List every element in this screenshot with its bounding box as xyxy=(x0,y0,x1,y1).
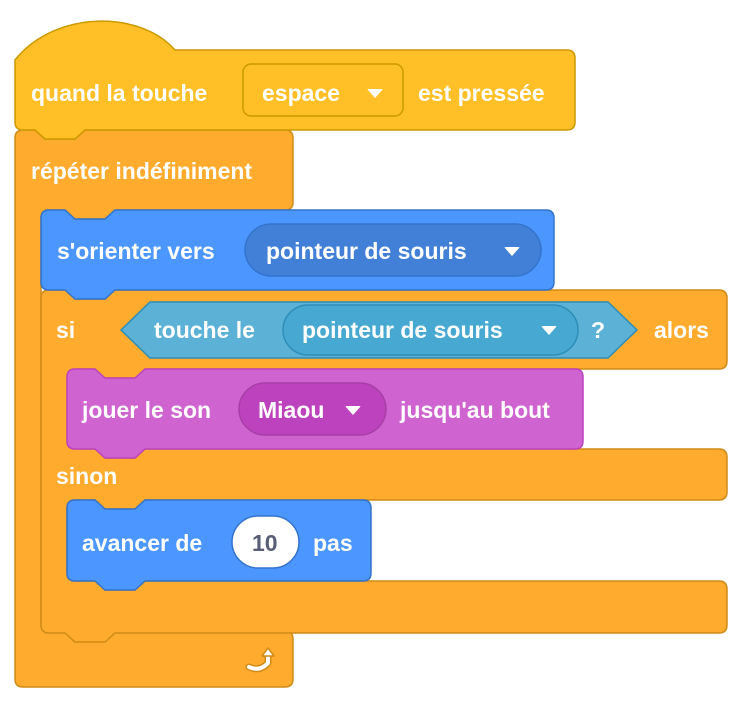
chevron-down-icon[interactable] xyxy=(541,326,557,335)
touching-target-dropdown[interactable] xyxy=(282,304,579,356)
loop-arrow-icon xyxy=(245,647,275,673)
play-sound-label: jouer le son xyxy=(82,397,212,423)
hat-suffix-label: est pressée xyxy=(418,80,545,106)
move-prefix-label: avancer de xyxy=(82,530,203,556)
steps-input[interactable] xyxy=(231,515,300,569)
key-dropdown[interactable] xyxy=(242,63,404,117)
sound-dropdown[interactable] xyxy=(238,382,387,436)
sound-dropdown-value[interactable]: Miaou xyxy=(258,397,325,423)
forever-label: répéter indéfiniment xyxy=(31,158,253,184)
play-sound-until-done-block[interactable] xyxy=(66,368,584,459)
chevron-down-icon[interactable] xyxy=(504,247,520,256)
hat-prefix-label: quand la touche xyxy=(31,80,208,106)
if-else-block[interactable] xyxy=(40,289,728,643)
else-label: sinon xyxy=(56,463,118,489)
play-sound-suffix-label: jusqu'au bout xyxy=(400,397,550,423)
point-target-dropdown[interactable] xyxy=(244,223,542,277)
point-towards-block[interactable] xyxy=(40,209,555,300)
if-label: si xyxy=(56,317,76,343)
key-dropdown-value[interactable]: espace xyxy=(262,80,341,106)
point-towards-label: s'orienter vers xyxy=(57,238,215,264)
question-mark-label: ? xyxy=(591,317,606,343)
chevron-down-icon[interactable] xyxy=(367,89,383,98)
when-key-pressed-hat-block[interactable] xyxy=(14,20,576,140)
steps-value[interactable]: 10 xyxy=(252,530,278,556)
chevron-down-icon[interactable] xyxy=(345,406,361,415)
touching-label: touche le xyxy=(154,317,255,343)
touching-condition-block[interactable] xyxy=(119,301,639,359)
touching-target-value[interactable]: pointeur de souris xyxy=(302,317,503,343)
move-steps-block[interactable] xyxy=(66,499,372,591)
then-label: alors xyxy=(654,317,709,343)
point-target-value[interactable]: pointeur de souris xyxy=(266,238,467,264)
move-suffix-label: pas xyxy=(313,530,353,556)
